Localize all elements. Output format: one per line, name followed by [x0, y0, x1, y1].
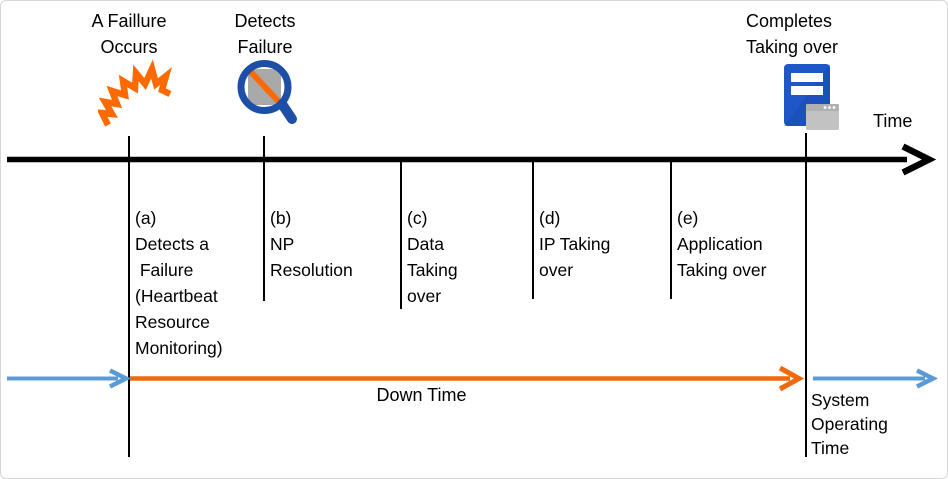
- divider-line-c: [400, 162, 402, 309]
- down-time-label: Down Time: [376, 385, 467, 405]
- time-axis-arrow: [7, 143, 937, 176]
- detect-magnifier-icon: [237, 60, 297, 124]
- divider-line-d: [532, 162, 534, 299]
- divider-line-end: [805, 133, 807, 457]
- time-axis-label: Time: [873, 111, 913, 131]
- server-takeover-icon: [784, 64, 839, 130]
- divider-line-a: [128, 136, 130, 457]
- divider-line-e: [670, 162, 672, 299]
- system-operating-arrow-right: [813, 368, 939, 389]
- failure-spark-icon: [98, 59, 172, 127]
- divider-line-b: [263, 136, 265, 301]
- system-operating-arrow-left: [7, 368, 132, 389]
